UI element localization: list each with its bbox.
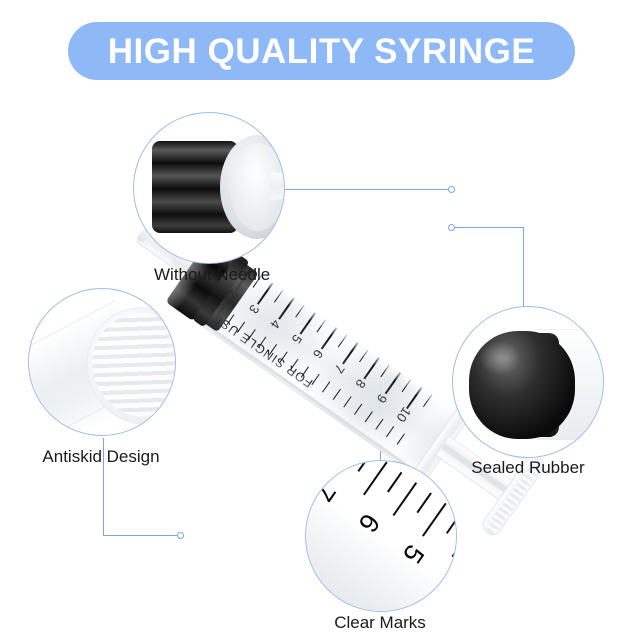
graduation-label: 4 (267, 316, 284, 332)
leader-line-sealed-rubber-v (523, 227, 525, 323)
leader-line-antiskid-v (103, 438, 105, 536)
needleless-tip (270, 171, 284, 201)
leader-endpoint-sealed-rubber (448, 224, 455, 231)
magnified-graduation-label: 4 (441, 570, 456, 600)
callout-without-needle (133, 112, 285, 264)
leader-endpoint-without-needle (448, 186, 455, 193)
callout-sealed-rubber-art (453, 307, 603, 457)
leader-endpoint-antiskid (177, 532, 184, 539)
graduation-label: 8 (352, 376, 369, 392)
title-banner: HIGH QUALITY SYRINGE (68, 22, 575, 80)
graduation-label: 3 (246, 301, 263, 317)
graduation-label: 5 (288, 331, 306, 347)
callout-label-without-needle: Without Needle (154, 265, 271, 284)
magnified-graduation-scale: 7 6 5 4 (306, 461, 456, 611)
rubber-seal-highlight (479, 341, 521, 375)
leader-line-antiskid-h (103, 535, 180, 537)
callout-clear-marks: 7 6 5 4 (305, 460, 457, 612)
callout-antiskid-design (28, 288, 176, 436)
rubber-seal-icon (469, 331, 575, 439)
callout-clear-marks-art: 7 6 5 4 (306, 461, 456, 611)
leader-line-sealed-rubber-h (451, 227, 524, 229)
callout-without-needle-art (134, 113, 284, 263)
graduation-label: 10 (393, 404, 415, 425)
callout-antiskid-art (29, 289, 175, 435)
magnified-graduation-label: 5 (396, 539, 431, 569)
leader-line-without-needle (283, 189, 451, 191)
graduation-label: 7 (331, 361, 348, 377)
graduation-label: 9 (373, 391, 391, 406)
callout-label-sealed-rubber: Sealed Rubber (471, 458, 585, 477)
magnified-graduation-label: 7 (308, 477, 342, 507)
magnified-graduation-label: 6 (352, 508, 386, 538)
graduation-label: 6 (309, 346, 327, 362)
barrel-single-use-text: FOR SINGLE USE (209, 310, 316, 391)
callout-sealed-rubber (452, 306, 604, 458)
callout-label-clear-marks: Clear Marks (334, 613, 426, 632)
callout-label-antiskid-design: Antiskid Design (42, 447, 160, 466)
page-title: HIGH QUALITY SYRINGE (107, 31, 536, 71)
